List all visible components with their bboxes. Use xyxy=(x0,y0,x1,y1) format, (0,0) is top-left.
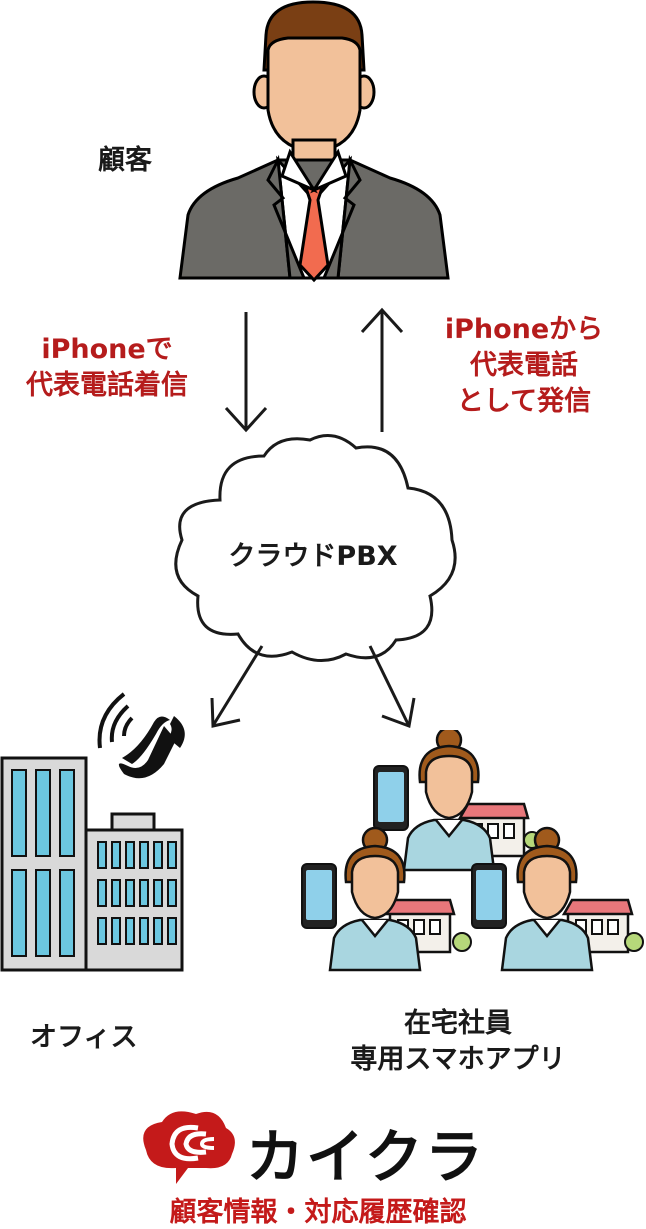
customer-label: 顧客 xyxy=(98,145,152,176)
outgoing-label-line2: 代表電話 xyxy=(470,350,578,381)
remote-label-line2: 専用スマホアプリ xyxy=(350,1044,566,1075)
cloud-icon xyxy=(174,434,457,662)
ringing-phone-icon xyxy=(97,692,185,779)
brand-name: カイクラ xyxy=(246,1123,485,1191)
office-building-icon xyxy=(0,756,184,972)
outgoing-label-line3: として発信 xyxy=(456,386,592,417)
cloud-label: クラウドPBX xyxy=(228,541,398,572)
remote-arrow-icon xyxy=(368,645,410,725)
remote-label-line1: 在宅社員 xyxy=(404,1008,512,1039)
remote-workers-icon xyxy=(301,730,644,972)
office-label: オフィス xyxy=(30,1022,138,1053)
outgoing-arrow-icon xyxy=(360,307,404,432)
incoming-label-line1: iPhoneで xyxy=(41,334,173,365)
distribution-arrows xyxy=(210,645,416,729)
outgoing-label: iPhoneから 代表電話 として発信 xyxy=(412,312,636,420)
incoming-label: iPhoneで 代表電話着信 xyxy=(0,332,214,404)
customer-icon xyxy=(178,0,450,283)
brand-tagline: 顧客情報・対応履歴確認 xyxy=(169,1197,467,1228)
incoming-arrow-icon xyxy=(224,312,268,433)
outgoing-label-line1: iPhoneから xyxy=(444,314,604,345)
office-arrow-icon xyxy=(212,645,264,725)
incoming-label-line2: 代表電話着信 xyxy=(26,370,188,401)
kaikura-logo-icon xyxy=(143,1111,235,1184)
remote-label: 在宅社員 専用スマホアプリ xyxy=(318,1006,598,1078)
